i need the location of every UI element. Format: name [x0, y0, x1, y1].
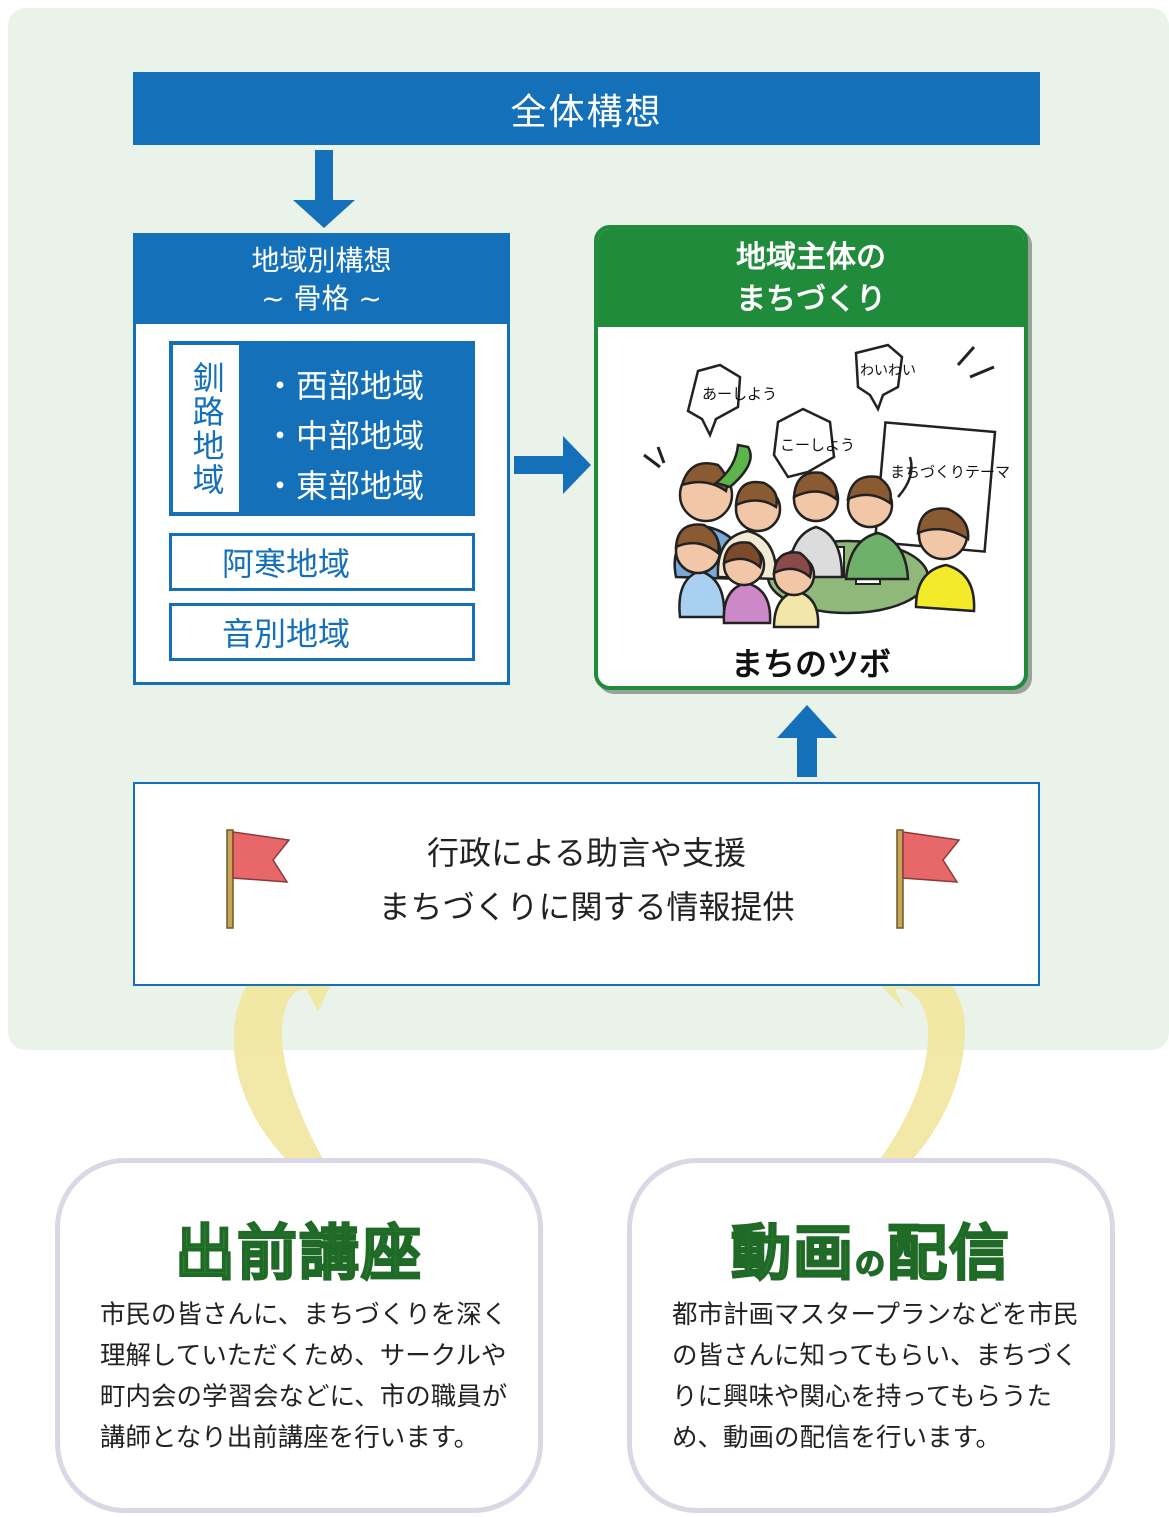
board-text: まちづくりテーマ [890, 463, 1010, 481]
community-meeting-illustration: あーしよう こーしよう わいわい まちづくりテーマ [643, 343, 1010, 629]
arrow-right-icon [514, 436, 591, 494]
speech-bubble-icon [772, 407, 836, 479]
arrow-down-icon [293, 150, 355, 228]
speech-bubble-icon [854, 343, 904, 412]
onbetsu-region-box: 音別地域 [169, 603, 475, 661]
bubble-text-1: あーしよう [702, 385, 777, 403]
bubble-text-3: わいわい [860, 363, 916, 379]
support-text: 行政による助言や支援 まちづくりに関する情報提供 [135, 826, 1038, 934]
regional-plan-header: 地域別構想 ~ 骨格 ~ [136, 236, 507, 324]
community-planning-box: 地域主体の まちづくり あーしよう こーしよう わいわい まちづくりテーマ [594, 225, 1028, 690]
support-line-2: まちづくりに関する情報提供 [378, 888, 795, 926]
onbetsu-region-label: 音別地域 [222, 615, 351, 653]
community-planning-header: 地域主体の まちづくり [598, 229, 1024, 327]
overall-plan-title: 全体構想 [510, 91, 663, 133]
administrative-support-box: 行政による助言や支援 まちづくりに関する情報提供 [133, 782, 1040, 986]
central-area-label: ・中部地域 [264, 417, 425, 455]
red-flag-icon [896, 829, 961, 929]
curved-arrow-left-icon [233, 938, 352, 1172]
overall-plan-bar: 全体構想 [133, 72, 1040, 145]
red-flag-icon [226, 829, 291, 929]
outreach-lecture-title: 出前講座 [174, 1218, 423, 1290]
kushiro-region-block: 釧路地域 ・西部地域 ・中部地域 ・東部地域 [169, 341, 475, 516]
video-distribution-card: 動画の配信 都市計画マスタープランなどを市民の皆さんに知ってもらい、まちづくりに… [627, 1158, 1115, 1513]
outreach-lecture-card: 出前講座 市民の皆さんに、まちづくりを深く理解していただくため、サークルや町内会… [55, 1158, 543, 1513]
regional-plan-subtitle: ~ 骨格 ~ [261, 282, 382, 315]
akan-region-label: 阿寒地域 [222, 545, 351, 583]
curved-arrow-right-icon [835, 938, 965, 1172]
machi-no-tsubo-caption: まちのツボ [730, 645, 891, 683]
excitement-lines-icon [643, 346, 995, 469]
west-area-label: ・西部地域 [264, 367, 425, 405]
speech-bubble-icon [686, 363, 742, 439]
kushiro-region-label: 釧路地域 [173, 345, 239, 512]
people-group-icon [673, 443, 976, 629]
video-title-part-b: の [854, 1246, 887, 1283]
outreach-lecture-body: 市民の皆さんに、まちづくりを深く理解していただくため、サークルや町内会の学習会な… [100, 1300, 508, 1453]
support-line-1: 行政による助言や支援 [426, 834, 747, 872]
arrow-up-icon [777, 705, 837, 777]
video-title-part-c: 配信 [886, 1218, 1011, 1290]
video-distribution-body: 都市計画マスタープランなどを市民の皆さんに知ってもらい、まちづくりに興味や関心を… [672, 1300, 1079, 1453]
video-distribution-title: 動画の配信 [632, 1205, 1110, 1292]
east-area-label: ・東部地域 [264, 467, 425, 505]
akan-region-box: 阿寒地域 [169, 533, 475, 591]
regional-plan-box: 地域別構想 ~ 骨格 ~ 釧路地域 ・西部地域 ・中部地域 ・東部地域 阿寒地域… [133, 233, 510, 685]
community-title-line2: まちづくり [736, 282, 886, 317]
regional-plan-title: 地域別構想 [251, 244, 392, 277]
community-title-line1: 地域主体の [736, 240, 886, 275]
video-title-part-a: 動画 [730, 1218, 855, 1290]
bubble-text-2: こーしよう [780, 436, 855, 454]
